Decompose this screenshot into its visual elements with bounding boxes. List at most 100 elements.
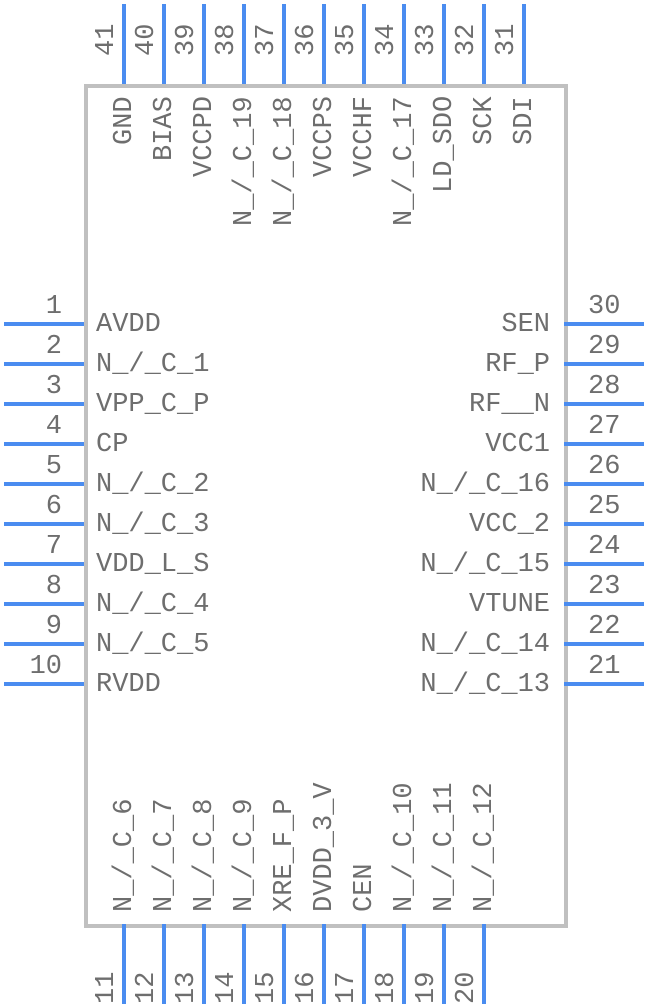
pin-line: [122, 924, 126, 1004]
pin-number: 27: [588, 412, 621, 442]
pin-number: 22: [588, 612, 621, 642]
pin-number: 4: [45, 412, 62, 442]
pin-line: [564, 642, 644, 646]
pin-label: N_/_C_9: [230, 798, 260, 912]
pin-number: 20: [452, 971, 482, 1004]
pin-number: 5: [45, 452, 62, 482]
pin-label: N_/_C_8: [190, 798, 220, 912]
pin-number: 9: [45, 612, 62, 642]
pin-label: SDI: [510, 95, 540, 145]
pin-label: VPP_C_P: [96, 390, 210, 420]
pin-label: N_/_C_17: [390, 95, 420, 226]
pin-number: 32: [452, 23, 482, 56]
pin-line: [162, 924, 166, 1004]
pin-label: VCCPS: [310, 95, 340, 177]
pin-label: VCC_2: [469, 510, 551, 540]
pin-label: N_/_C_15: [420, 550, 551, 580]
pin-label: N_/_C_19: [230, 95, 260, 226]
pin-label: N_/_C_12: [470, 782, 500, 912]
pin-label: N_/_C_7: [150, 798, 180, 912]
pin-label: N_/_C_16: [420, 470, 551, 500]
pin-number: 29: [588, 332, 621, 362]
pin-line: [4, 402, 84, 406]
pin-line: [442, 924, 446, 1004]
pin-line: [442, 4, 446, 84]
pin-label: LD_SDO: [430, 95, 460, 194]
pin-line: [564, 602, 644, 606]
pin-number: 41: [92, 23, 122, 56]
pin-label: VCCHF: [350, 95, 380, 177]
pin-label: N_/_C_13: [420, 670, 551, 700]
pin-number: 16: [292, 971, 322, 1004]
pin-label: VCCPD: [190, 95, 220, 177]
pin-line: [564, 402, 644, 406]
pin-number: 14: [212, 971, 242, 1004]
pin-label: SCK: [470, 95, 500, 145]
pin-number: 24: [588, 532, 621, 562]
pin-number: 12: [132, 971, 162, 1004]
pin-line: [564, 322, 644, 326]
ic-body: [84, 84, 568, 928]
pin-number: 33: [412, 23, 442, 56]
pin-line: [162, 4, 166, 84]
pin-line: [482, 4, 486, 84]
pin-line: [242, 924, 246, 1004]
pin-number: 38: [212, 23, 242, 56]
pin-number: 37: [252, 23, 282, 56]
pin-line: [564, 562, 644, 566]
pin-label: RVDD: [96, 670, 161, 700]
pin-number: 8: [45, 572, 62, 602]
pin-label: N_/_C_5: [96, 630, 210, 660]
pin-number: 26: [588, 452, 621, 482]
pin-line: [522, 4, 526, 84]
pin-number: 30: [588, 292, 621, 322]
pin-number: 36: [292, 23, 322, 56]
pin-label: XRE_F_P: [270, 798, 300, 912]
pin-line: [402, 4, 406, 84]
pin-label: VTUNE: [469, 590, 551, 620]
pin-line: [202, 4, 206, 84]
pin-label: N_/_C_18: [270, 95, 300, 226]
pin-label: GND: [110, 95, 140, 145]
pin-line: [4, 602, 84, 606]
pin-number: 3: [45, 372, 62, 402]
pin-label: N_/_C_3: [96, 510, 210, 540]
pin-line: [4, 362, 84, 366]
pin-line: [4, 682, 84, 686]
pin-line: [4, 322, 84, 326]
pin-number: 39: [172, 23, 202, 56]
pin-line: [362, 924, 366, 1004]
pin-label: AVDD: [96, 310, 161, 340]
pin-number: 18: [372, 971, 402, 1004]
pin-number: 6: [45, 492, 62, 522]
pin-line: [282, 924, 286, 1004]
pin-number: 21: [588, 652, 621, 682]
pin-number: 31: [492, 23, 522, 56]
pin-line: [362, 4, 366, 84]
pin-number: 34: [372, 23, 402, 56]
pin-label: CP: [96, 430, 129, 460]
pin-label: RF__N: [469, 390, 551, 420]
pin-line: [564, 522, 644, 526]
pin-number: 15: [252, 971, 282, 1004]
pin-number: 11: [92, 971, 122, 1004]
pin-line: [564, 482, 644, 486]
pin-line: [4, 482, 84, 486]
pin-line: [282, 4, 286, 84]
pin-line: [402, 924, 406, 1004]
pin-line: [122, 4, 126, 84]
pin-line: [322, 4, 326, 84]
pin-line: [202, 924, 206, 1004]
pin-number: 7: [45, 532, 62, 562]
pin-line: [482, 924, 486, 1004]
pin-line: [564, 362, 644, 366]
pin-label: DVDD_3_V: [310, 782, 340, 912]
pin-label: N_/_C_4: [96, 590, 210, 620]
pin-label: RF_P: [485, 350, 550, 380]
pin-label: VDD_L_S: [96, 550, 210, 580]
pin-label: N_/_C_2: [96, 470, 210, 500]
pin-label: N_/_C_6: [110, 798, 140, 912]
pin-label: N_/_C_11: [430, 782, 460, 912]
pin-line: [4, 642, 84, 646]
